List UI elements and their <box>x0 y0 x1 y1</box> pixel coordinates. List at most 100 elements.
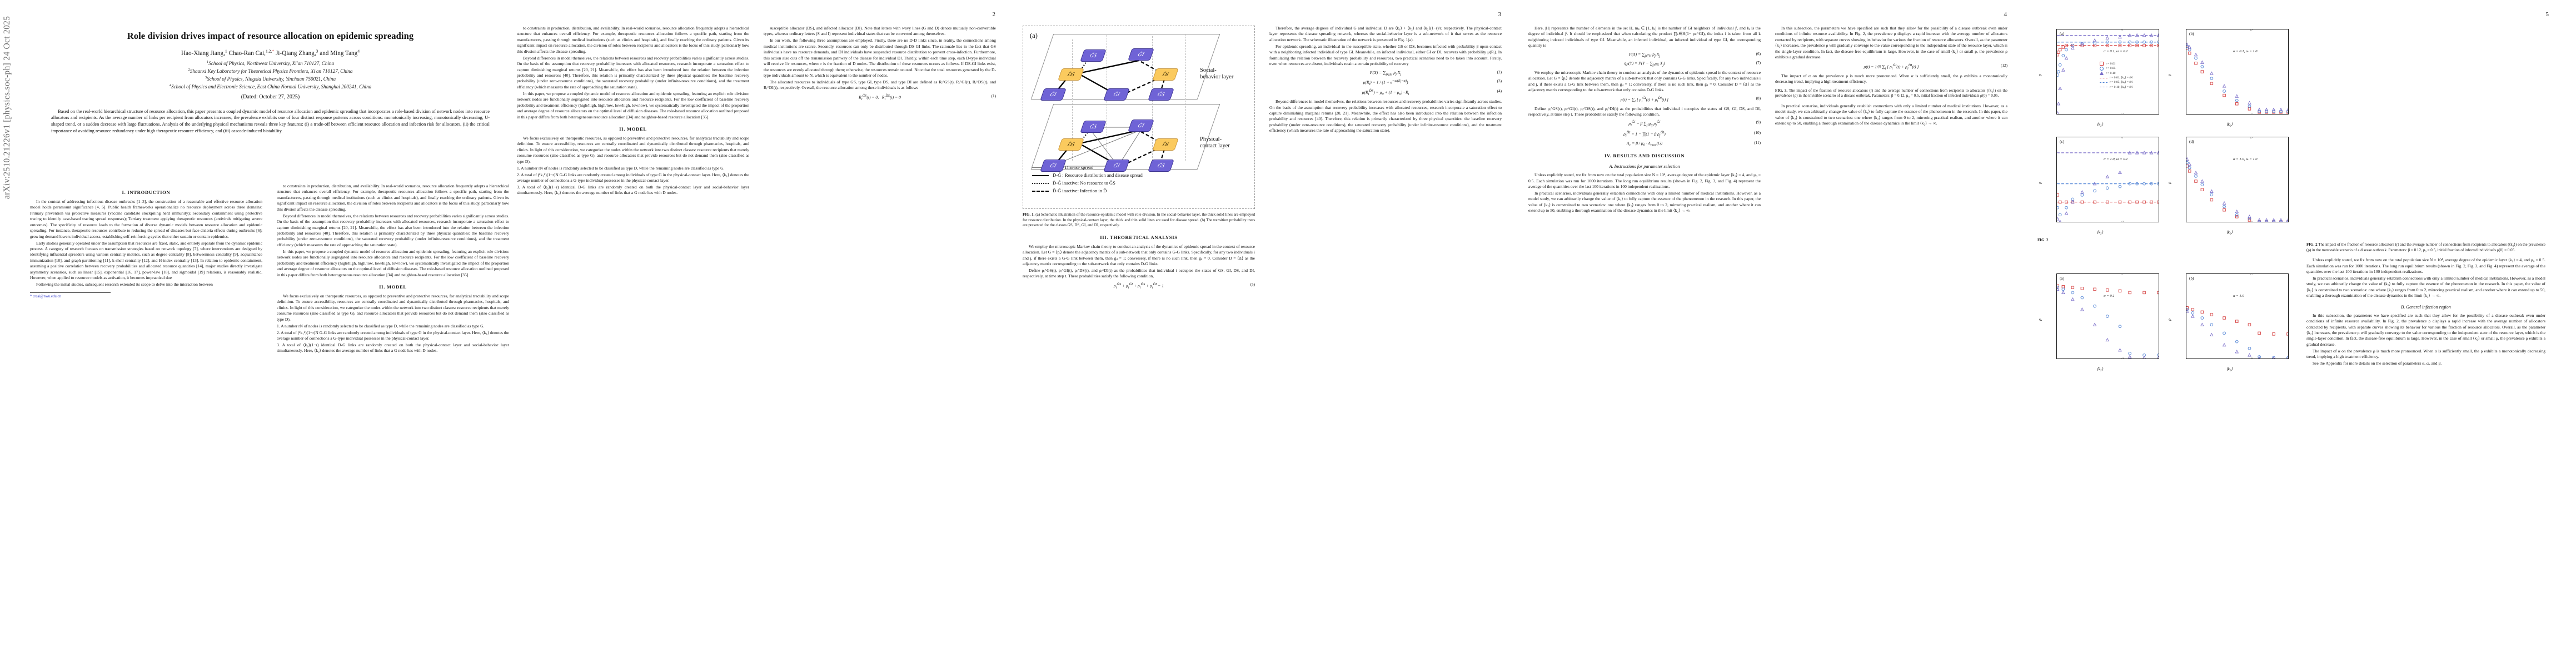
figure-3-grid: ρ0.00.20.40.60.81.00121020304050////α = … <box>2037 267 2293 372</box>
paragraph: In this paper, we propose a coupled dyna… <box>277 248 509 277</box>
column-right: Therefore, the average degrees of indivi… <box>1269 26 1502 292</box>
page-number: 2 <box>992 11 996 18</box>
body-columns-5: FIG. 2 The impact of the fraction of res… <box>2306 239 2557 367</box>
page-title: Role division drives impact of resource … <box>127 31 414 41</box>
plot-series-layer <box>2057 284 2159 359</box>
paragraph: We employ the microscopic Markov chain t… <box>1023 243 1255 267</box>
plot-panel-b: ρ0.00.20.40.60.81.00121020304050////α = … <box>2166 22 2292 128</box>
paragraph: susceptible allocator (DS), and infected… <box>764 26 996 37</box>
paragraph: In practical scenarios, individuals gene… <box>1528 190 1761 213</box>
legend-entry: r = 0.05 <box>2099 66 2132 71</box>
axis-break-mark: // <box>2121 137 2124 140</box>
figure-2-plots: ρ 0.760.780.800.820.840.860121020304050//… <box>2037 22 2293 248</box>
y-axis-label: ρ <box>2037 74 2042 76</box>
plot-panel-c: ρ0.360.380.400.420121020304050////α = 1.… <box>2037 130 2163 236</box>
node-DI: D̃I <box>1152 68 1179 81</box>
equation: ρiG̃I = β ∑j gij ρjG̃I (9) <box>1628 120 1761 128</box>
section-heading-introduction: I. INTRODUCTION <box>122 190 171 195</box>
paragraph: Define ρᵢ^GS(t), ρᵢ^GI(t), ρᵢ^DS(t), and… <box>1528 106 1761 117</box>
axis-break-mark: // <box>2250 112 2253 114</box>
column-right: to constraints in production, distributi… <box>277 183 509 355</box>
equation: μ(RiD̃S) = μ0 + (1 − μ0) · Ri (4) <box>1362 89 1502 97</box>
legend-entry: r = 0.05, ⟨k₂⟩ = rN <box>2099 80 2133 84</box>
paragraph: Define ρᵢ^GS(t), ρᵢ^GI(t), ρᵢ^DS(t), and… <box>1023 267 1255 279</box>
list-item: 3. A total of ⟨k₂⟩(1−r) identical D-G li… <box>277 342 509 354</box>
column-left: I. INTRODUCTION In the context of addres… <box>30 183 262 355</box>
panel-annotation: α = 1.0, ω = 1.0 <box>2233 157 2258 162</box>
plot-series-layer <box>2186 42 2288 114</box>
legend-row: D̃-G̃ inactive: Infection in D̃ <box>1032 187 1252 195</box>
body-columns-2: to constraints in production, distributi… <box>517 26 998 197</box>
legend-marker-icon <box>2099 62 2104 66</box>
section-heading-results: IV. RESULTS AND DISCUSSION <box>1604 153 1685 159</box>
plot-area: 0.760.780.800.820.840.860121020304050///… <box>2056 29 2159 115</box>
list-item: 3. A total of ⟨k₂⟩(1−r) identical D-G li… <box>517 185 749 196</box>
column-right: In this subsection, the parameters we ha… <box>1775 26 2007 215</box>
paragraph: The impact of α on the prevalence ρ is m… <box>2306 348 2545 360</box>
affiliation-3: 3School of Physics, Ningxia University, … <box>205 76 336 82</box>
figure-2-grid: ρ 0.760.780.800.820.840.860121020304050//… <box>2037 22 2293 236</box>
abstract: Based on the real-world hierarchical str… <box>51 108 490 134</box>
column-right: susceptible allocator (DS), and infected… <box>764 26 996 197</box>
panel-label: (d) <box>2189 139 2194 144</box>
plot-series-layer <box>2057 151 2159 222</box>
panel-label: (b) <box>2189 276 2194 281</box>
sheet-1: Role division drives impact of resource … <box>13 0 527 667</box>
paragraph: We employ the microscopic Markov chain t… <box>1528 69 1761 93</box>
page-number: 3 <box>1498 11 1502 18</box>
plot-series-layer <box>2057 33 2159 114</box>
corresponding-email[interactable]: * crcai@nwu.edu.cn <box>30 294 61 298</box>
sheet-3: 3 (a) <box>1006 0 1520 667</box>
node-DS: D̃S <box>1058 68 1084 81</box>
paragraph: In this paper, we propose a coupled dyna… <box>517 91 749 120</box>
y-axis-label: ρ <box>2037 318 2042 321</box>
axis-break-mark: // <box>2250 220 2253 222</box>
paragraph: See the Appendix for more details on the… <box>2313 361 2442 366</box>
legend-label: r = 0.10 <box>2105 71 2116 75</box>
author-4: and Ming Tang4 <box>320 48 360 57</box>
node-GI: G̃I <box>1040 88 1067 101</box>
legend-label: r = 0.05, ⟨k₂⟩ = rN <box>2109 81 2133 84</box>
paragraph: Unless explicitly stated, we fix from no… <box>2306 257 2545 275</box>
equation-number: (10) <box>1754 130 1761 135</box>
y-axis-label: ρ <box>2037 182 2042 184</box>
paragraph: In this subsection, the parameters we ha… <box>1775 26 2007 60</box>
sheet-5: 5 ρ0.760.780.800.820.840.860121020304050… <box>2017 0 2568 667</box>
equation-number: (7) <box>1756 61 1761 66</box>
body-columns-1: I. INTRODUCTION In the context of addres… <box>30 183 511 355</box>
column-left: Here, |H| represents the number of eleme… <box>1528 26 1761 215</box>
author-1: Hao-Xiang Jiang,1 <box>181 48 227 57</box>
subsection-heading-general: B. General infection region <box>2401 304 2451 310</box>
equation-number: (1) <box>991 93 996 98</box>
x-axis-label: ⟨k₂⟩ <box>2096 122 2104 127</box>
node-GS: G̃S <box>1080 49 1107 62</box>
equation: ρ(t) = ∑i [ ρiG̃I(t) + ρiD̃I(t) ] (8) <box>1621 96 1761 103</box>
axis-break-mark: // <box>2121 29 2124 32</box>
guide-line <box>1072 39 1073 161</box>
plot-panel-b: ρ0.00.20.40.60.81.00121020304050////α = … <box>2166 267 2292 372</box>
legend-row: D̃-G̃ inactive: No resource to G̃S <box>1032 180 1252 187</box>
x-axis-label: ⟨k₂⟩ <box>2226 230 2233 235</box>
axis-break-mark: // <box>2121 112 2123 114</box>
plot-series-layer <box>2186 306 2288 359</box>
x-axis-label: ⟨k₂⟩ <box>2096 230 2104 235</box>
axis-break-mark: // <box>2121 220 2123 222</box>
section-heading-model: II. MODEL <box>379 284 407 290</box>
equation: ρiD̃I = 1 − ∏(1 − β ρjG̃I) (10) <box>1623 130 1761 138</box>
paragraph: In practical scenarios, individuals gene… <box>1775 103 2007 126</box>
list-item: 2. A total of (ᵏk₁ᵏ)(1−r)N G-G links are… <box>517 172 749 183</box>
author-list: Hao-Xiang Jiang,1 Chao-Ran Cai,1,2,* Ji-… <box>13 48 527 57</box>
node-GI: G̃I <box>1103 88 1130 101</box>
column-left: FIG. 2 The impact of the fraction of res… <box>2306 239 2545 367</box>
line-sample-dashed-icon <box>1032 190 1049 192</box>
figure-3-caption: FIG. 3. The impact of the fraction of re… <box>1775 88 2007 98</box>
affiliation-4: 4School of Physics and Electronic Scienc… <box>169 83 372 90</box>
equation-number: (8) <box>1756 96 1761 101</box>
equation: Λc = β / μ0 · Λmax(G) (11) <box>1626 140 1761 147</box>
panel-annotation: α = 0.1 <box>2104 294 2115 298</box>
panel-label: (b) <box>2189 31 2194 36</box>
paragraph: The allocated resources to individuals o… <box>764 79 996 91</box>
affiliation-2: 2Shaanxi Key Laboratory for Theoretical … <box>188 67 353 74</box>
date-line: (Dated: October 27, 2025) <box>241 93 300 100</box>
